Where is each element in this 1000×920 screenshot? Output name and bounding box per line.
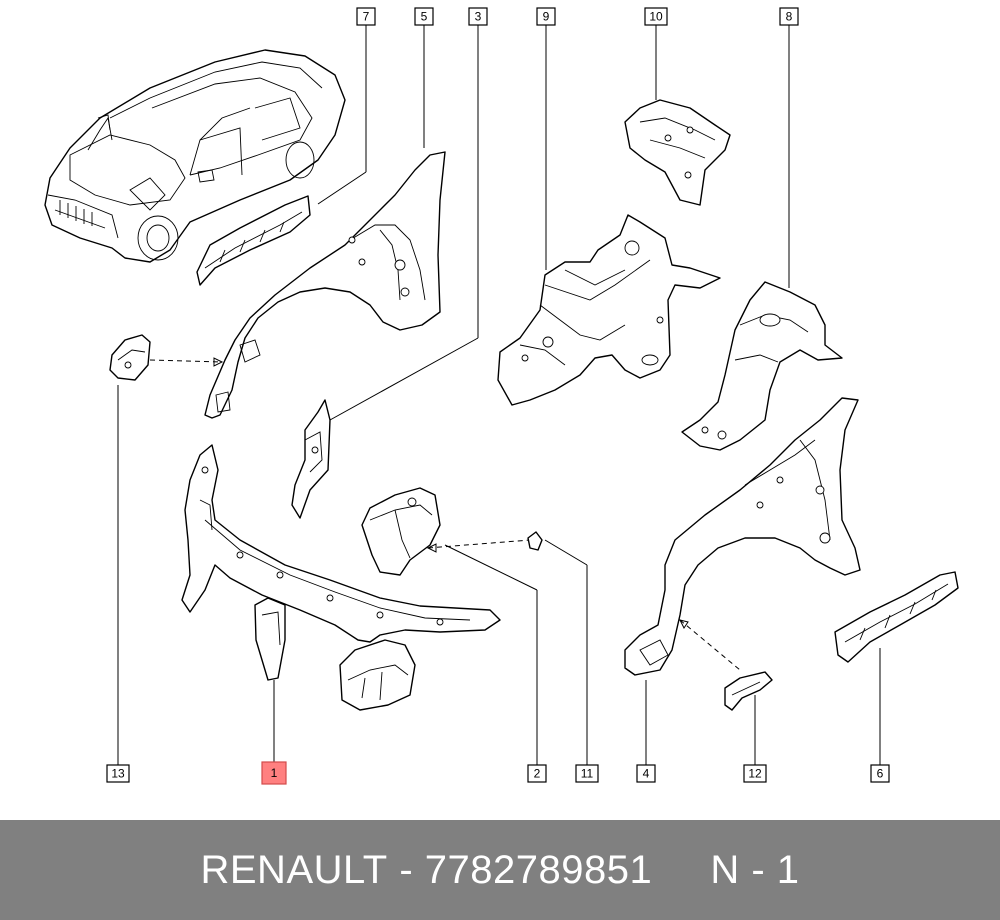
- part-4-right-fender: [624, 397, 861, 676]
- callout-4[interactable]: 4: [636, 764, 656, 783]
- svg-text:8: 8: [786, 10, 793, 24]
- callout-2[interactable]: 2: [527, 764, 547, 783]
- callout-5[interactable]: 5: [414, 7, 434, 26]
- callout-9[interactable]: 9: [536, 7, 556, 26]
- footer-brand: RENAULT: [200, 847, 388, 892]
- svg-text:9: 9: [543, 10, 550, 24]
- part-10-bracket: [624, 99, 731, 206]
- svg-text:4: 4: [643, 767, 650, 781]
- callout-8[interactable]: 8: [779, 7, 799, 26]
- callout-10[interactable]: 10: [644, 7, 668, 26]
- dash-13: [149, 359, 223, 363]
- callout-6[interactable]: 6: [870, 764, 890, 783]
- leader-lines: [117, 25, 881, 765]
- car-overview-illustration: [44, 49, 346, 263]
- part-8-right-wheelhouse: [681, 281, 843, 451]
- footer-variant: N - 1: [710, 847, 800, 892]
- callout-3[interactable]: 3: [468, 7, 488, 26]
- svg-text:3: 3: [475, 10, 482, 24]
- part-11-clip: [527, 531, 543, 551]
- dash-2: [427, 539, 531, 549]
- svg-text:13: 13: [111, 767, 125, 781]
- part-1-cross-member: [181, 444, 501, 711]
- part-12-bracket: [724, 671, 773, 711]
- part-3-bracket: [291, 399, 331, 519]
- part-7-rail: [196, 195, 311, 286]
- part-6-rail: [834, 571, 959, 663]
- svg-text:10: 10: [649, 10, 663, 24]
- part-2-bracket: [361, 487, 441, 576]
- footer-part-number: 7782789851: [424, 847, 653, 892]
- footer-gap: [652, 848, 710, 893]
- dash-12: [679, 619, 741, 671]
- part-9-apron: [497, 214, 721, 406]
- callout-13[interactable]: 13: [106, 764, 130, 783]
- footer-separator: -: [387, 847, 425, 892]
- footer-banner: RENAULT - 7782789851 N - 1: [0, 820, 1000, 920]
- part-13-bracket: [109, 334, 151, 381]
- svg-text:1: 1: [271, 766, 278, 780]
- part-5-left-fender: [204, 151, 446, 419]
- svg-text:5: 5: [421, 10, 428, 24]
- callout-7[interactable]: 7: [356, 7, 376, 26]
- callout-1-highlighted[interactable]: 1: [261, 761, 287, 785]
- svg-text:6: 6: [877, 767, 884, 781]
- callout-12[interactable]: 12: [743, 764, 767, 783]
- svg-text:12: 12: [748, 767, 762, 781]
- parts-diagram: 7 5 3 9 10 8 13 1 2 11 4 12: [44, 7, 959, 785]
- svg-text:2: 2: [534, 767, 541, 781]
- svg-text:7: 7: [363, 10, 370, 24]
- svg-text:11: 11: [581, 767, 594, 781]
- callout-11[interactable]: 11: [575, 764, 599, 783]
